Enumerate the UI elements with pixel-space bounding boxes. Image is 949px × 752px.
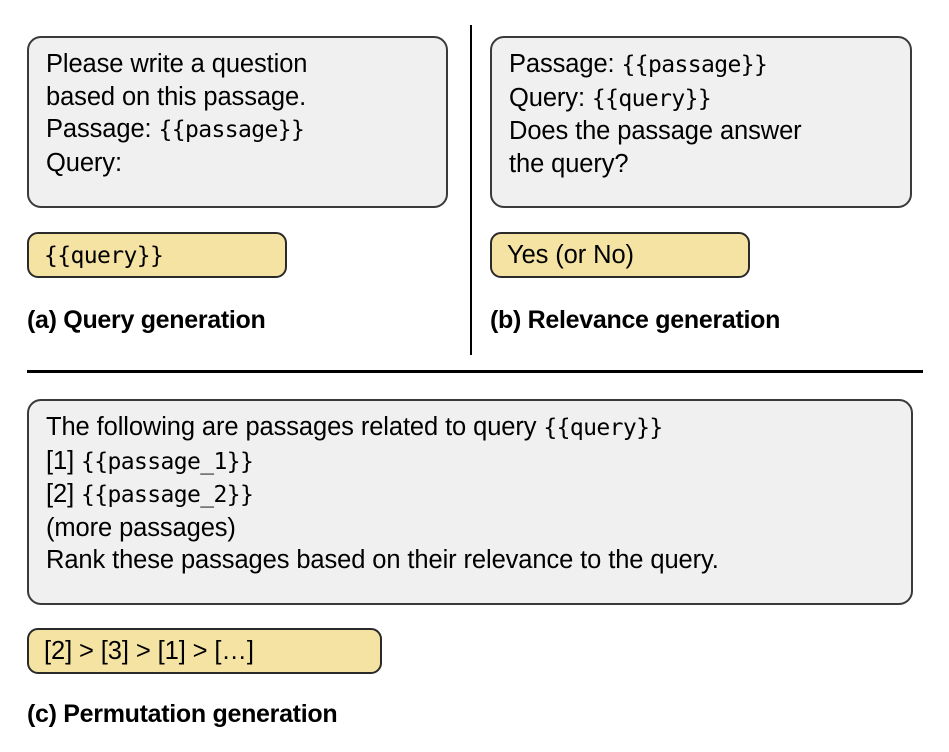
text-run: [1]	[46, 446, 82, 475]
template-variable: {{passage_1}}	[81, 448, 254, 475]
text-run: Passage:	[46, 115, 159, 143]
text-line: Does the passage answer	[509, 115, 894, 148]
text-run: the query?	[509, 149, 629, 178]
text-line: (more passages)	[46, 512, 895, 545]
query-generation-prompt-box: Please write a question based on this pas…	[27, 36, 448, 208]
text-line: based on this passage.	[46, 81, 430, 114]
text-line: Query:	[46, 147, 430, 180]
relevance-generation-output-box: Yes (or No)	[490, 232, 750, 278]
template-variable: {{passage_2}}	[81, 482, 254, 508]
template-variable: {{query}}	[44, 242, 164, 269]
text-run: Passage:	[509, 50, 622, 78]
text-line: Query: {{query}}	[509, 82, 894, 116]
text-run: Rank these passages based on their relev…	[46, 546, 719, 574]
text-run: Yes (or No)	[507, 241, 634, 269]
permutation-generation-output-box: [2] > [3] > [1] > […]	[27, 628, 382, 674]
text-run: based on this passage.	[46, 82, 307, 111]
text-line: the query?	[509, 148, 894, 181]
vertical-divider	[470, 25, 472, 355]
text-run: Please write a question	[46, 50, 308, 78]
panel-a-caption: (a) Query generation	[27, 306, 266, 334]
panel-b-caption: (b) Relevance generation	[490, 306, 781, 334]
template-variable: {{query}}	[591, 85, 712, 112]
text-line: Yes (or No)	[507, 240, 634, 270]
text-line: The following are passages related to qu…	[46, 411, 895, 445]
text-line: [2] > [3] > [1] > […]	[44, 636, 254, 666]
text-run: [2]	[46, 480, 82, 508]
template-variable: {{passage}}	[158, 117, 305, 143]
text-run: Query:	[46, 148, 122, 177]
horizontal-divider	[27, 370, 923, 373]
text-run: [2] > [3] > [1] > […]	[44, 637, 254, 665]
relevance-generation-prompt-box: Passage: {{passage}}Query: {{query}}Does…	[490, 36, 912, 208]
text-run: Query:	[509, 83, 592, 112]
text-line: Passage: {{passage}}	[46, 113, 430, 147]
text-line: [1] {{passage_1}}	[46, 445, 895, 479]
text-line: Please write a question	[46, 48, 430, 81]
text-line: Rank these passages based on their relev…	[46, 544, 895, 577]
text-run: (more passages)	[46, 513, 236, 542]
template-variable: {{passage}}	[621, 52, 768, 78]
text-line: Passage: {{passage}}	[509, 48, 894, 82]
panel-c-caption: (c) Permutation generation	[27, 700, 338, 728]
text-line: [2] {{passage_2}}	[46, 478, 895, 512]
text-run: Does the passage answer	[509, 117, 802, 145]
text-run: The following are passages related to qu…	[46, 413, 544, 441]
text-line: {{query}}	[44, 240, 164, 271]
permutation-generation-prompt-box: The following are passages related to qu…	[27, 399, 913, 605]
query-generation-output-box: {{query}}	[27, 232, 287, 278]
template-variable: {{query}}	[543, 415, 663, 441]
